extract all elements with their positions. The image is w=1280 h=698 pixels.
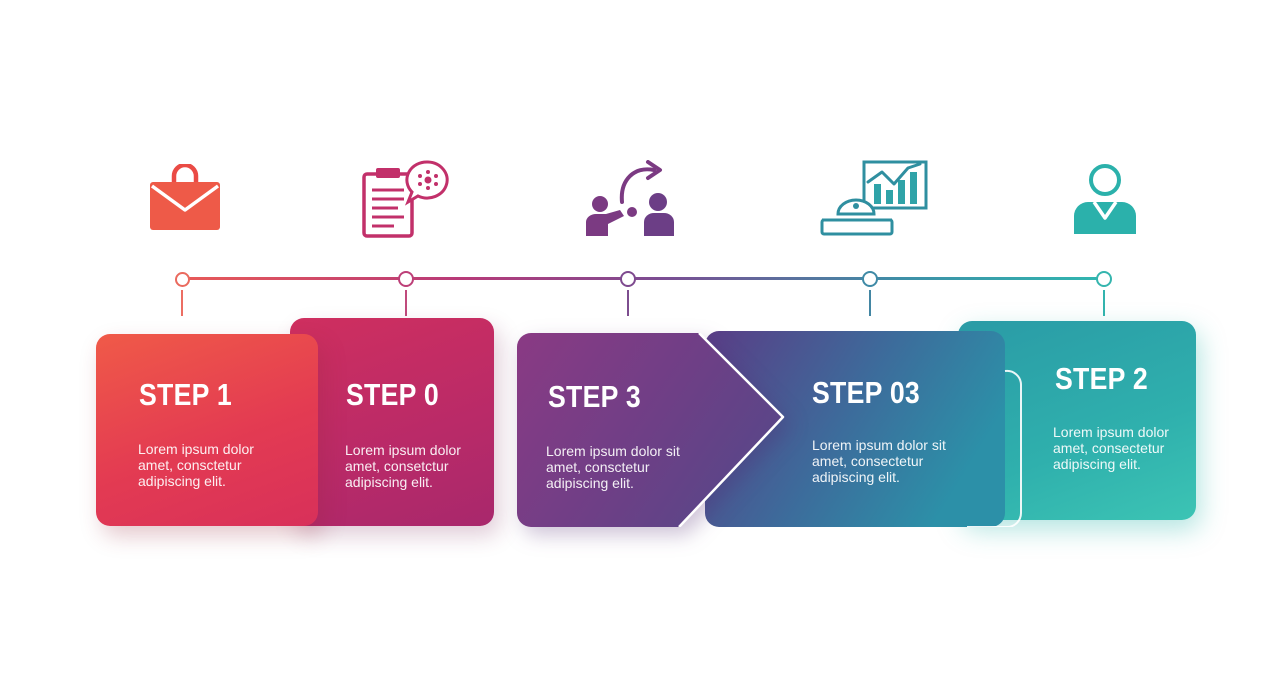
step-card: STEP 03 Lorem ipsum dolor sit amet, cons…	[705, 331, 1023, 527]
step-description: Lorem ipsum dolor sit amet, consctetur a…	[546, 443, 680, 491]
timeline-stem	[181, 290, 183, 316]
step-card: STEP 1 Lorem ipsum dolor amet, consctetu…	[96, 334, 318, 526]
timeline-stem	[1103, 290, 1105, 316]
shopping-bag-icon	[148, 164, 222, 232]
user-icon	[1072, 162, 1138, 236]
timeline-stem	[405, 290, 407, 316]
step-card: STEP 3 Lorem ipsum dolor sit amet, consc…	[517, 333, 785, 527]
timeline-node	[398, 271, 414, 287]
step-description: Lorem ipsum dolor amet, consectetur adip…	[1053, 424, 1169, 472]
step-title: STEP 1	[139, 377, 232, 412]
step-title: STEP 0	[346, 377, 439, 412]
timeline-node	[620, 271, 636, 287]
step-description: Lorem ipsum dolor sit amet, consectetur …	[812, 437, 946, 485]
timeline-node	[1096, 271, 1112, 287]
step-title: STEP 03	[812, 375, 921, 410]
people-exchange-icon	[582, 160, 680, 240]
step-description: Lorem ipsum dolor amet, consctetur adipi…	[138, 441, 254, 489]
step-card: STEP 0 Lorem ipsum dolor amet, consetctu…	[290, 318, 494, 526]
timeline-line	[182, 277, 1104, 280]
clipboard-chat-icon	[360, 160, 454, 240]
step-title: STEP 2	[1055, 361, 1148, 396]
timeline-stem	[869, 290, 871, 316]
timeline-node	[175, 272, 190, 287]
step-title: STEP 3	[548, 379, 641, 414]
step-description: Lorem ipsum dolor amet, consetctur adipi…	[345, 442, 461, 490]
chart-presentation-icon	[820, 158, 930, 240]
timeline-node	[862, 271, 878, 287]
timeline-stem	[627, 290, 629, 316]
